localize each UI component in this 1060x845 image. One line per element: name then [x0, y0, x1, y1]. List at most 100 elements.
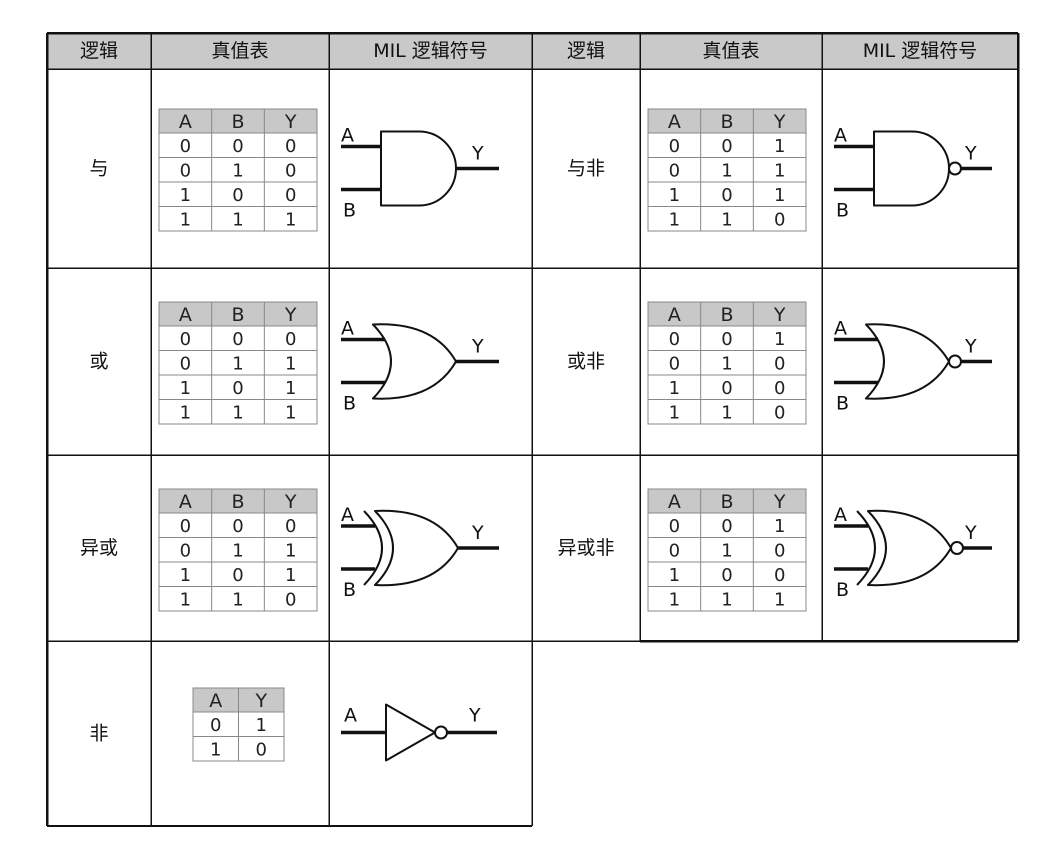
truth-cell: 1: [256, 715, 267, 736]
truth-cell: 1: [180, 185, 191, 206]
truth-cell: 1: [721, 402, 732, 423]
truth-cell: 1: [285, 209, 296, 230]
truth-cell: 1: [774, 329, 785, 350]
truth-cell: 1: [285, 565, 296, 586]
truth-cell: 1: [721, 589, 732, 610]
gate-symbol-or: ABY: [341, 318, 499, 415]
truth-header-a: A: [179, 111, 192, 133]
truth-cell: 1: [774, 136, 785, 157]
truth-cell: 0: [669, 516, 680, 537]
header-right-1: 真值表: [702, 40, 759, 62]
truth-cell: 1: [232, 353, 243, 374]
truth-cell: 0: [669, 353, 680, 374]
truth-header-bg: [648, 302, 806, 326]
truth-header-bg: [159, 302, 317, 326]
truth-cell: 1: [721, 540, 732, 561]
truth-header-a: A: [668, 304, 681, 326]
truth-header-b: B: [231, 491, 244, 513]
truth-header-y: Y: [284, 304, 297, 326]
truth-cell: 1: [180, 565, 191, 586]
header-left-1: 真值表: [211, 40, 268, 62]
truth-cell: 0: [180, 136, 191, 157]
gate-symbol-nor: A B Y: [834, 318, 992, 415]
truth-header-bg: [159, 109, 317, 133]
truth-header-bg: [648, 489, 806, 513]
truth-cell: 1: [285, 402, 296, 423]
gate-label-a: A: [834, 125, 847, 147]
truth-cell: 1: [721, 353, 732, 374]
truth-cell: 0: [256, 739, 267, 760]
truth-cell: 1: [232, 589, 243, 610]
truth-cell: 0: [285, 185, 296, 206]
logic-name-right-2: 异或非: [557, 537, 614, 559]
gate-label-b: B: [343, 200, 356, 222]
gate-label-y: Y: [471, 143, 484, 165]
gate-label-y: Y: [964, 336, 977, 358]
truth-cell: 1: [210, 739, 221, 760]
truth-cell: 1: [669, 185, 680, 206]
gate-label-y: Y: [471, 522, 484, 544]
truth-header-y: Y: [773, 491, 786, 513]
logic-name-left-2: 异或: [80, 537, 118, 559]
truth-cell: 0: [721, 378, 732, 399]
truth-cell: 1: [180, 402, 191, 423]
truth-cell: 1: [232, 209, 243, 230]
header-left-0: 逻辑: [80, 40, 118, 62]
truth-cell: 0: [774, 378, 785, 399]
truth-cell: 1: [721, 160, 732, 181]
truth-cell: 1: [180, 589, 191, 610]
truth-cell: 1: [285, 540, 296, 561]
truth-cell: 1: [285, 378, 296, 399]
truth-header-bg: [648, 109, 806, 133]
truth-cell: 0: [721, 565, 732, 586]
truth-cell: 0: [285, 329, 296, 350]
logic-name-left-1: 或: [89, 351, 108, 373]
truth-cell: 0: [232, 378, 243, 399]
truth-header-y: Y: [773, 304, 786, 326]
truth-cell: 1: [180, 209, 191, 230]
gate-label-a: A: [834, 318, 847, 340]
truth-cell: 0: [180, 353, 191, 374]
truth-cell: 0: [180, 329, 191, 350]
truth-header-b: B: [720, 491, 733, 513]
truth-header-y: Y: [284, 491, 297, 513]
truth-cell: 0: [232, 516, 243, 537]
logic-name-right-1: 或非: [567, 351, 605, 373]
gate-label-b: B: [836, 579, 849, 601]
truth-header-b: B: [231, 111, 244, 133]
truth-header-a: A: [179, 491, 192, 513]
truth-cell: 0: [774, 209, 785, 230]
truth-cell: 0: [669, 540, 680, 561]
truth-cell: 1: [774, 185, 785, 206]
truth-cell: 0: [669, 136, 680, 157]
truth-header-b: B: [231, 304, 244, 326]
truth-cell: 1: [180, 378, 191, 399]
truth-header-b: B: [720, 111, 733, 133]
gate-label-y: Y: [471, 336, 484, 358]
truth-cell: 0: [180, 160, 191, 181]
truth-header-a: A: [179, 304, 192, 326]
gate-symbol-and: ABY: [341, 125, 499, 222]
truth-cell: 1: [669, 378, 680, 399]
truth-cell: 0: [774, 402, 785, 423]
gate-symbol-xnor: ABY: [834, 504, 992, 601]
gate-label-b: B: [836, 393, 849, 415]
truth-cell: 0: [232, 329, 243, 350]
truth-cell: 0: [774, 540, 785, 561]
header-right-2: MIL 逻辑符号: [863, 40, 978, 62]
truth-cell: 0: [285, 136, 296, 157]
truth-cell: 0: [232, 565, 243, 586]
truth-cell: 1: [232, 540, 243, 561]
truth-cell: 1: [285, 353, 296, 374]
gate-label-a: A: [834, 504, 847, 526]
truth-cell: 0: [180, 516, 191, 537]
truth-cell: 0: [774, 353, 785, 374]
truth-cell: 1: [774, 589, 785, 610]
gate-label-a: A: [341, 318, 354, 340]
